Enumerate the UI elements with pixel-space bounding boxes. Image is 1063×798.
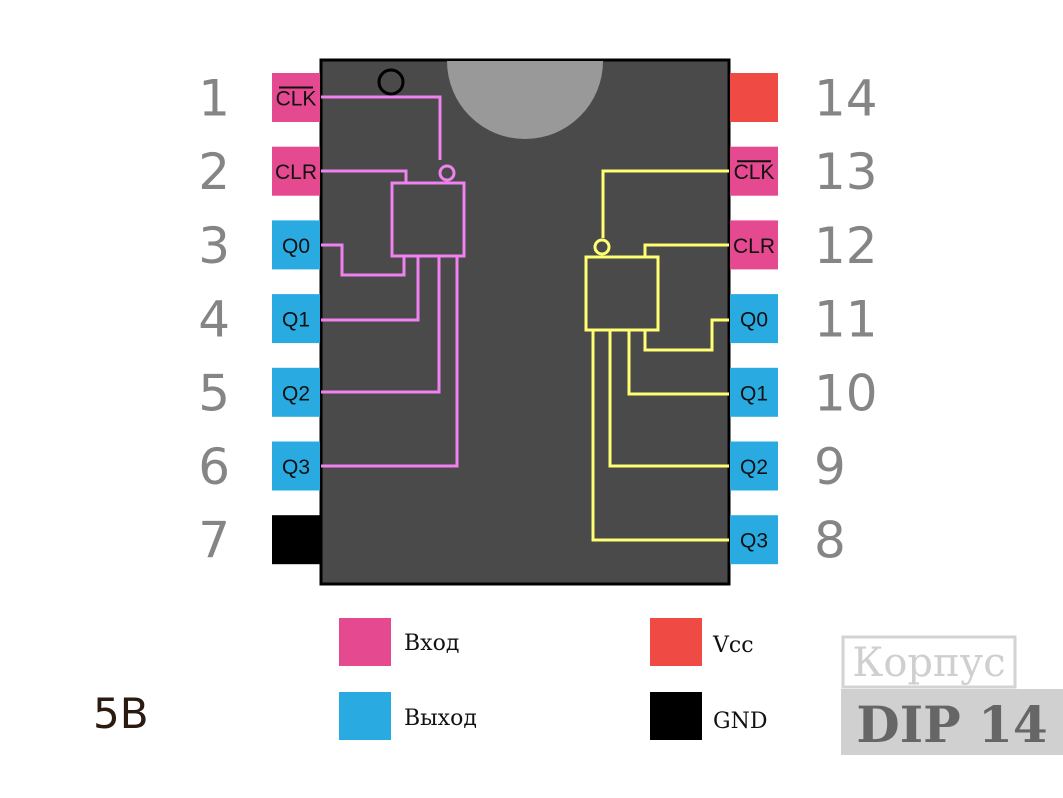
pin-1-number: 1 [198, 70, 230, 128]
pin-9-number: 9 [814, 438, 846, 496]
pin-11-pad [730, 294, 778, 344]
package-title-frame [841, 635, 1017, 689]
pin-3-label: Q0 [282, 235, 310, 258]
legend-vcc-label: Vcc [712, 633, 754, 658]
right-q0-wire [643, 318, 729, 352]
pin-4-number: 4 [198, 291, 230, 349]
pin-4-label: Q1 [282, 309, 310, 332]
pin-6-label: Q3 [282, 456, 310, 479]
pin-2-number: 2 [198, 143, 230, 201]
right-counter-wiring [584, 169, 729, 542]
right-q2-wire [608, 330, 729, 468]
legend-input-label: Вход [404, 631, 459, 656]
left-q0-wire [321, 243, 406, 277]
pin-8-label: Q3 [740, 530, 768, 553]
pin-11-number: 11 [814, 291, 878, 349]
left-q1-wire [321, 256, 420, 322]
pin-9-pad [730, 441, 778, 491]
pin-5-number: 5 [198, 364, 230, 422]
pin-1-label: CLK [276, 88, 317, 111]
chip-package [319, 58, 731, 586]
package-badge: Корпус DIP 14 [841, 635, 1063, 755]
left-counter-wiring [321, 95, 466, 468]
pin-4-pad [272, 294, 320, 344]
legend-output-swatch [339, 692, 391, 740]
legend: Вход Выход Vcc GND [339, 618, 767, 740]
pin1-marker-dot [377, 68, 405, 96]
left-counter-block [390, 181, 466, 258]
pin-8-pad [730, 515, 778, 565]
pin-9-label: Q2 [740, 456, 768, 479]
pin-2-label: CLR [275, 161, 317, 184]
pin-5-label: Q2 [282, 382, 310, 405]
pin-13-label: CLK [734, 161, 775, 184]
package-title: Корпус [852, 640, 1005, 686]
legend-vcc-swatch [650, 618, 702, 666]
pin-12-pad [730, 220, 778, 270]
pin-1-pad [272, 73, 320, 122]
legend-input-swatch [339, 618, 391, 666]
left-clr-wire [321, 169, 408, 183]
right-clr-wire [643, 243, 729, 257]
pin-10-pad [730, 367, 778, 417]
left-clock-bubble [438, 164, 456, 182]
right-q3-wire [591, 330, 729, 542]
chip-notch [447, 61, 603, 139]
left-clk-wire [321, 95, 442, 160]
left-q2-wire [321, 256, 441, 394]
pin-6-number: 6 [198, 438, 230, 496]
pin-6-pad [272, 441, 320, 491]
pin-7-number: 7 [198, 512, 230, 570]
chip-body [319, 58, 731, 586]
right-clock-bubble [593, 238, 611, 256]
supply-voltage-label: 5В [93, 689, 149, 738]
pin-2-pad [272, 146, 320, 196]
left-q3-wire [321, 256, 459, 468]
pin-10-label: Q1 [740, 382, 768, 405]
pin-14-pad [730, 73, 778, 122]
pin-13-pad [730, 146, 778, 196]
right-clk-wire [601, 169, 729, 238]
legend-output-label: Выход [404, 706, 477, 731]
pin-3-pad [272, 220, 320, 270]
pin-11-label: Q0 [740, 309, 768, 332]
pin-14-number: 14 [814, 70, 878, 128]
pin-13-number: 13 [814, 143, 878, 201]
pin-7-pad [272, 515, 320, 565]
right-q1-wire [627, 330, 729, 396]
package-type: DIP 14 [856, 695, 1047, 754]
pin-12-number: 12 [814, 217, 878, 275]
right-counter-block [584, 255, 660, 332]
pin-8-number: 8 [814, 512, 846, 570]
package-type-box [841, 689, 1063, 755]
pin-12-label: CLR [733, 235, 775, 258]
pin-3-number: 3 [198, 217, 230, 275]
pin-10-number: 10 [814, 364, 878, 422]
legend-gnd-swatch [650, 692, 702, 740]
legend-gnd-label: GND [713, 709, 767, 734]
pin-5-pad [272, 367, 320, 417]
